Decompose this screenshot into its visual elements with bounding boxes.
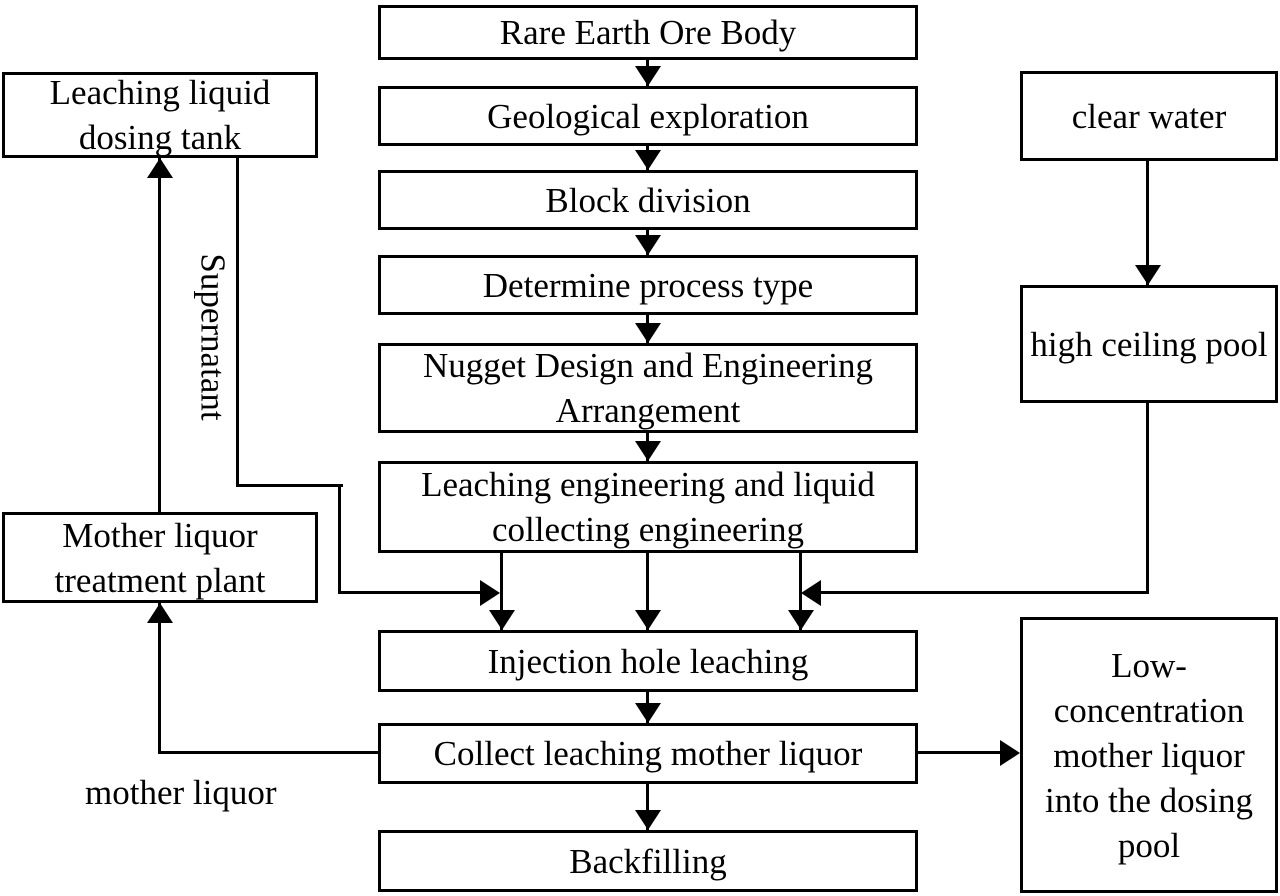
edge-mother-liquor-v bbox=[158, 603, 161, 754]
node-collect-leaching-mother-liquor: Collect leaching mother liquor bbox=[378, 723, 918, 784]
node-leaching-liquid-dosing-tank: Leaching liquid dosing tank bbox=[2, 72, 318, 158]
edge-collect-to-backfilling-line bbox=[646, 784, 649, 830]
arrow-down-icon bbox=[635, 323, 661, 343]
node-backfilling: Backfilling bbox=[378, 830, 918, 892]
node-mother-liquor-treatment-plant: Mother liquor treatment plant bbox=[2, 512, 318, 603]
node-high-ceiling-pool: high ceiling pool bbox=[1020, 285, 1278, 403]
node-leaching-engineering: Leaching engineering and liquid collecti… bbox=[378, 461, 918, 553]
arrow-down-icon bbox=[635, 66, 661, 86]
edge-clearwater-to-pool-line bbox=[1146, 161, 1149, 285]
edge-dosing-to-injection-v2 bbox=[338, 484, 341, 594]
node-geological-exploration: Geological exploration bbox=[378, 86, 918, 146]
edge-collect-to-pool-line bbox=[918, 751, 1004, 754]
edge-dosing-to-injection-v1 bbox=[236, 158, 239, 487]
edge-label-mother-liquor: mother liquor bbox=[85, 773, 277, 812]
edge-pool-to-injection-v bbox=[1146, 403, 1149, 594]
arrow-down-icon bbox=[1135, 265, 1161, 285]
arrow-down-icon bbox=[788, 610, 814, 630]
arrow-up-icon bbox=[147, 603, 173, 623]
node-nugget-design: Nugget Design and Engineering Arrangemen… bbox=[378, 343, 918, 433]
arrow-down-icon bbox=[635, 610, 661, 630]
node-rare-earth-ore-body: Rare Earth Ore Body bbox=[378, 5, 918, 60]
node-injection-hole-leaching: Injection hole leaching bbox=[378, 630, 918, 692]
edge-label-supernatant: Supernatant bbox=[193, 253, 233, 421]
arrow-down-icon bbox=[635, 235, 661, 255]
arrow-right-icon bbox=[480, 580, 500, 606]
junction-left-line bbox=[500, 553, 503, 630]
arrow-down-icon bbox=[635, 150, 661, 170]
arrow-left-icon bbox=[801, 580, 821, 606]
edge-mother-liquor-h bbox=[158, 751, 378, 754]
arrow-down-icon bbox=[489, 610, 515, 630]
arrow-down-icon bbox=[635, 810, 661, 830]
edge-pool-to-injection-h bbox=[815, 591, 1149, 594]
node-clear-water: clear water bbox=[1020, 71, 1278, 161]
node-low-concentration-pool: Low-concentration mother liquor into the… bbox=[1020, 617, 1278, 893]
junction-right-line bbox=[799, 553, 802, 630]
edge-dosing-to-injection-h1 bbox=[236, 484, 343, 487]
arrow-down-icon bbox=[635, 441, 661, 461]
node-determine-process-type: Determine process type bbox=[378, 255, 918, 315]
arrow-right-icon bbox=[1000, 740, 1020, 766]
edge-supernatant-line bbox=[158, 158, 161, 512]
node-block-division: Block division bbox=[378, 170, 918, 230]
edge-dosing-to-injection-h2 bbox=[338, 591, 482, 594]
arrow-up-icon bbox=[147, 158, 173, 178]
junction-center-line bbox=[646, 553, 649, 630]
arrow-down-icon bbox=[635, 703, 661, 723]
